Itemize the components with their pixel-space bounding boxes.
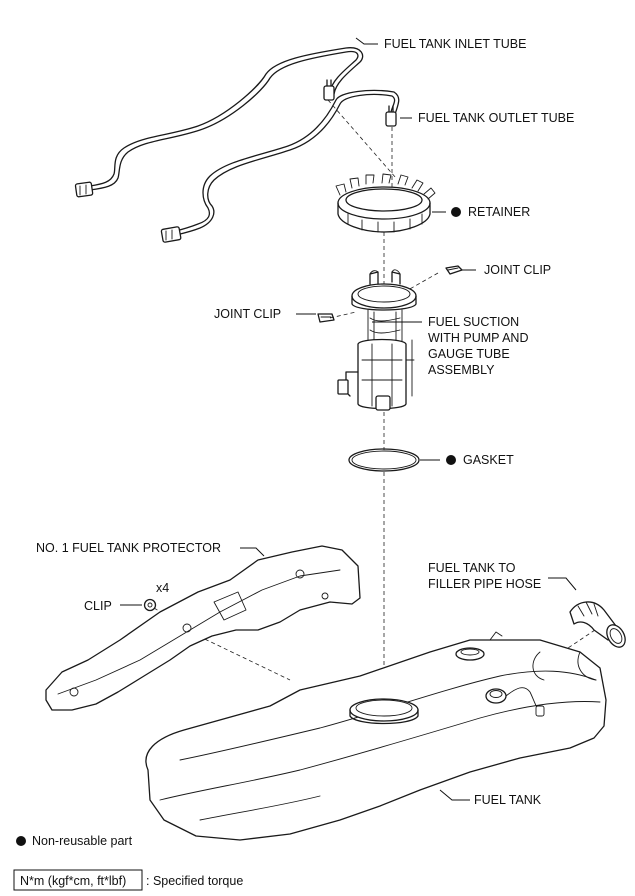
non-reusable-marker-gasket <box>446 455 456 465</box>
fuel-tank-outlet-tube <box>160 89 400 243</box>
leader-lines <box>120 37 577 801</box>
label-suction-line-1: FUEL SUCTION <box>428 315 519 329</box>
label-suction-line-2: WITH PUMP AND <box>428 331 528 345</box>
part-labels: FUEL TANK INLET TUBE FUEL TANK OUTLET TU… <box>36 37 574 807</box>
label-retainer: RETAINER <box>468 205 530 219</box>
label-gasket: GASKET <box>463 453 514 467</box>
joint-clip-right <box>445 265 463 275</box>
label-fuel-tank: FUEL TANK <box>474 793 542 807</box>
filler-pipe-hose <box>569 601 626 648</box>
joint-clip-left <box>317 313 335 323</box>
gasket <box>348 448 420 472</box>
label-joint-clip-left: JOINT CLIP <box>214 307 281 321</box>
label-joint-clip-right: JOINT CLIP <box>484 263 551 277</box>
label-inlet-tube: FUEL TANK INLET TUBE <box>384 37 526 51</box>
clip-part <box>143 598 157 612</box>
fuel-tank-inlet-tube <box>74 47 364 198</box>
legend-torque-text: : Specified torque <box>146 874 243 888</box>
legend-torque-unit: N*m (kgf*cm, ft*lbf) <box>20 874 126 888</box>
label-clip-qty: x4 <box>156 581 169 595</box>
legend-torque-box <box>13 869 143 891</box>
fuel-tank-protector <box>45 545 361 711</box>
fuel-pump-assembly <box>337 269 417 411</box>
legend: Non-reusable part N*m (kgf*cm, ft*lbf) :… <box>13 834 243 891</box>
retainer-ring <box>335 173 436 233</box>
label-suction-line-4: ASSEMBLY <box>428 363 495 377</box>
label-clip: CLIP <box>84 599 112 613</box>
legend-non-reusable-text: Non-reusable part <box>32 834 133 848</box>
label-outlet-tube: FUEL TANK OUTLET TUBE <box>418 111 574 125</box>
label-filler-hose-line-2: FILLER PIPE HOSE <box>428 577 541 591</box>
non-reusable-marker-retainer <box>451 207 461 217</box>
fuel-tank <box>145 631 607 841</box>
label-filler-hose-line-1: FUEL TANK TO <box>428 561 516 575</box>
legend-non-reusable-marker <box>16 836 26 846</box>
label-protector: NO. 1 FUEL TANK PROTECTOR <box>36 541 221 555</box>
label-suction-line-3: GAUGE TUBE <box>428 347 510 361</box>
